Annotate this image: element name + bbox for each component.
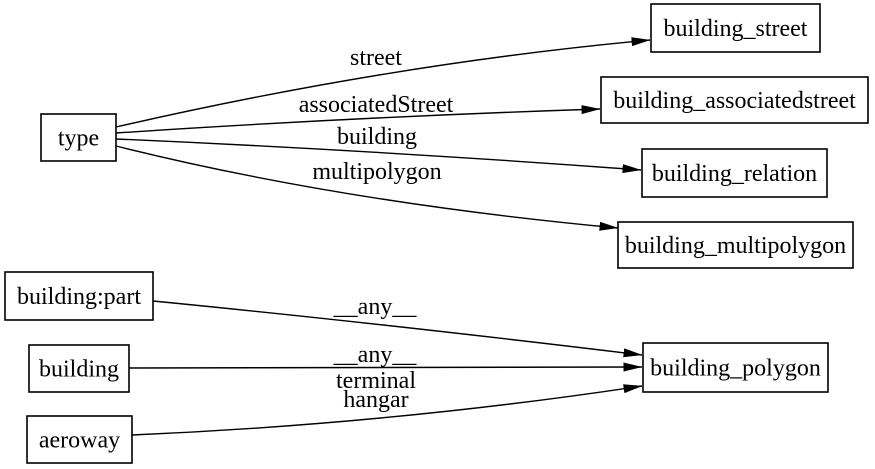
edge-label-aeroway-to-building_polygon: terminal xyxy=(336,368,416,394)
node-building_associatedstreet: building_associatedstreet xyxy=(600,76,869,124)
edge-label-building-to-building_polygon: __any__ xyxy=(333,342,418,368)
edge-type-to-building_street xyxy=(115,37,651,128)
node-label-building: building xyxy=(39,357,119,383)
node-aeroway: aeroway xyxy=(26,415,133,464)
edge-label-type-to-building_street: street xyxy=(350,45,402,71)
node-label-building_associatedstreet: building_associatedstreet xyxy=(613,88,856,114)
edge-building-part-to-building_polygon xyxy=(152,300,643,358)
node-box-building_relation xyxy=(641,148,828,198)
node-box-building_street xyxy=(650,3,821,53)
node-label-building_multipolygon: building_multipolygon xyxy=(625,233,846,259)
edge-labels-layer: street associatedStreet building multipolyg… xyxy=(299,45,454,413)
edge-label-building-part-to-building_polygon: __any__ xyxy=(333,294,418,320)
node-type: type xyxy=(40,113,117,162)
node-label-building_polygon: building_polygon xyxy=(650,356,821,382)
node-label-aeroway: aeroway xyxy=(39,428,120,454)
node-box-building xyxy=(28,344,130,393)
nodes-layer: type building_street building_associatedst… xyxy=(4,3,869,464)
edge-type-to-building_multipolygon xyxy=(115,145,619,231)
node-building_relation: building_relation xyxy=(641,148,828,198)
node-box-building-part xyxy=(4,271,154,321)
node-label-building-part: building:part xyxy=(17,284,141,310)
edge-label-type-to-building_multipolygon: multipolygon xyxy=(312,159,441,185)
node-box-type xyxy=(40,113,117,162)
node-building: building xyxy=(28,344,130,393)
node-building_street: building_street xyxy=(650,3,821,53)
node-box-aeroway xyxy=(26,415,133,464)
node-box-building_multipolygon xyxy=(617,221,854,269)
edge-building-to-building_polygon xyxy=(128,362,643,372)
node-label-building_street: building_street xyxy=(664,16,808,42)
edges-layer xyxy=(115,37,651,436)
node-building_polygon: building_polygon xyxy=(642,342,829,393)
node-box-building_associatedstreet xyxy=(600,76,869,124)
edge-label-aeroway-to-building_polygon-line2: hangar xyxy=(343,387,408,413)
node-label-type: type xyxy=(58,126,99,152)
node-box-building_polygon xyxy=(642,342,829,393)
node-building-part: building:part xyxy=(4,271,154,321)
edge-type-to-building_associatedstreet xyxy=(115,105,601,134)
node-label-building_relation: building_relation xyxy=(652,161,817,187)
edge-type-to-building_relation xyxy=(115,138,642,174)
edge-label-type-to-building_associatedstreet: associatedStreet xyxy=(299,92,454,118)
edge-aeroway-to-building_polygon xyxy=(131,384,643,436)
node-building_multipolygon: building_multipolygon xyxy=(617,221,854,269)
edge-label-type-to-building_relation: building xyxy=(337,124,417,150)
